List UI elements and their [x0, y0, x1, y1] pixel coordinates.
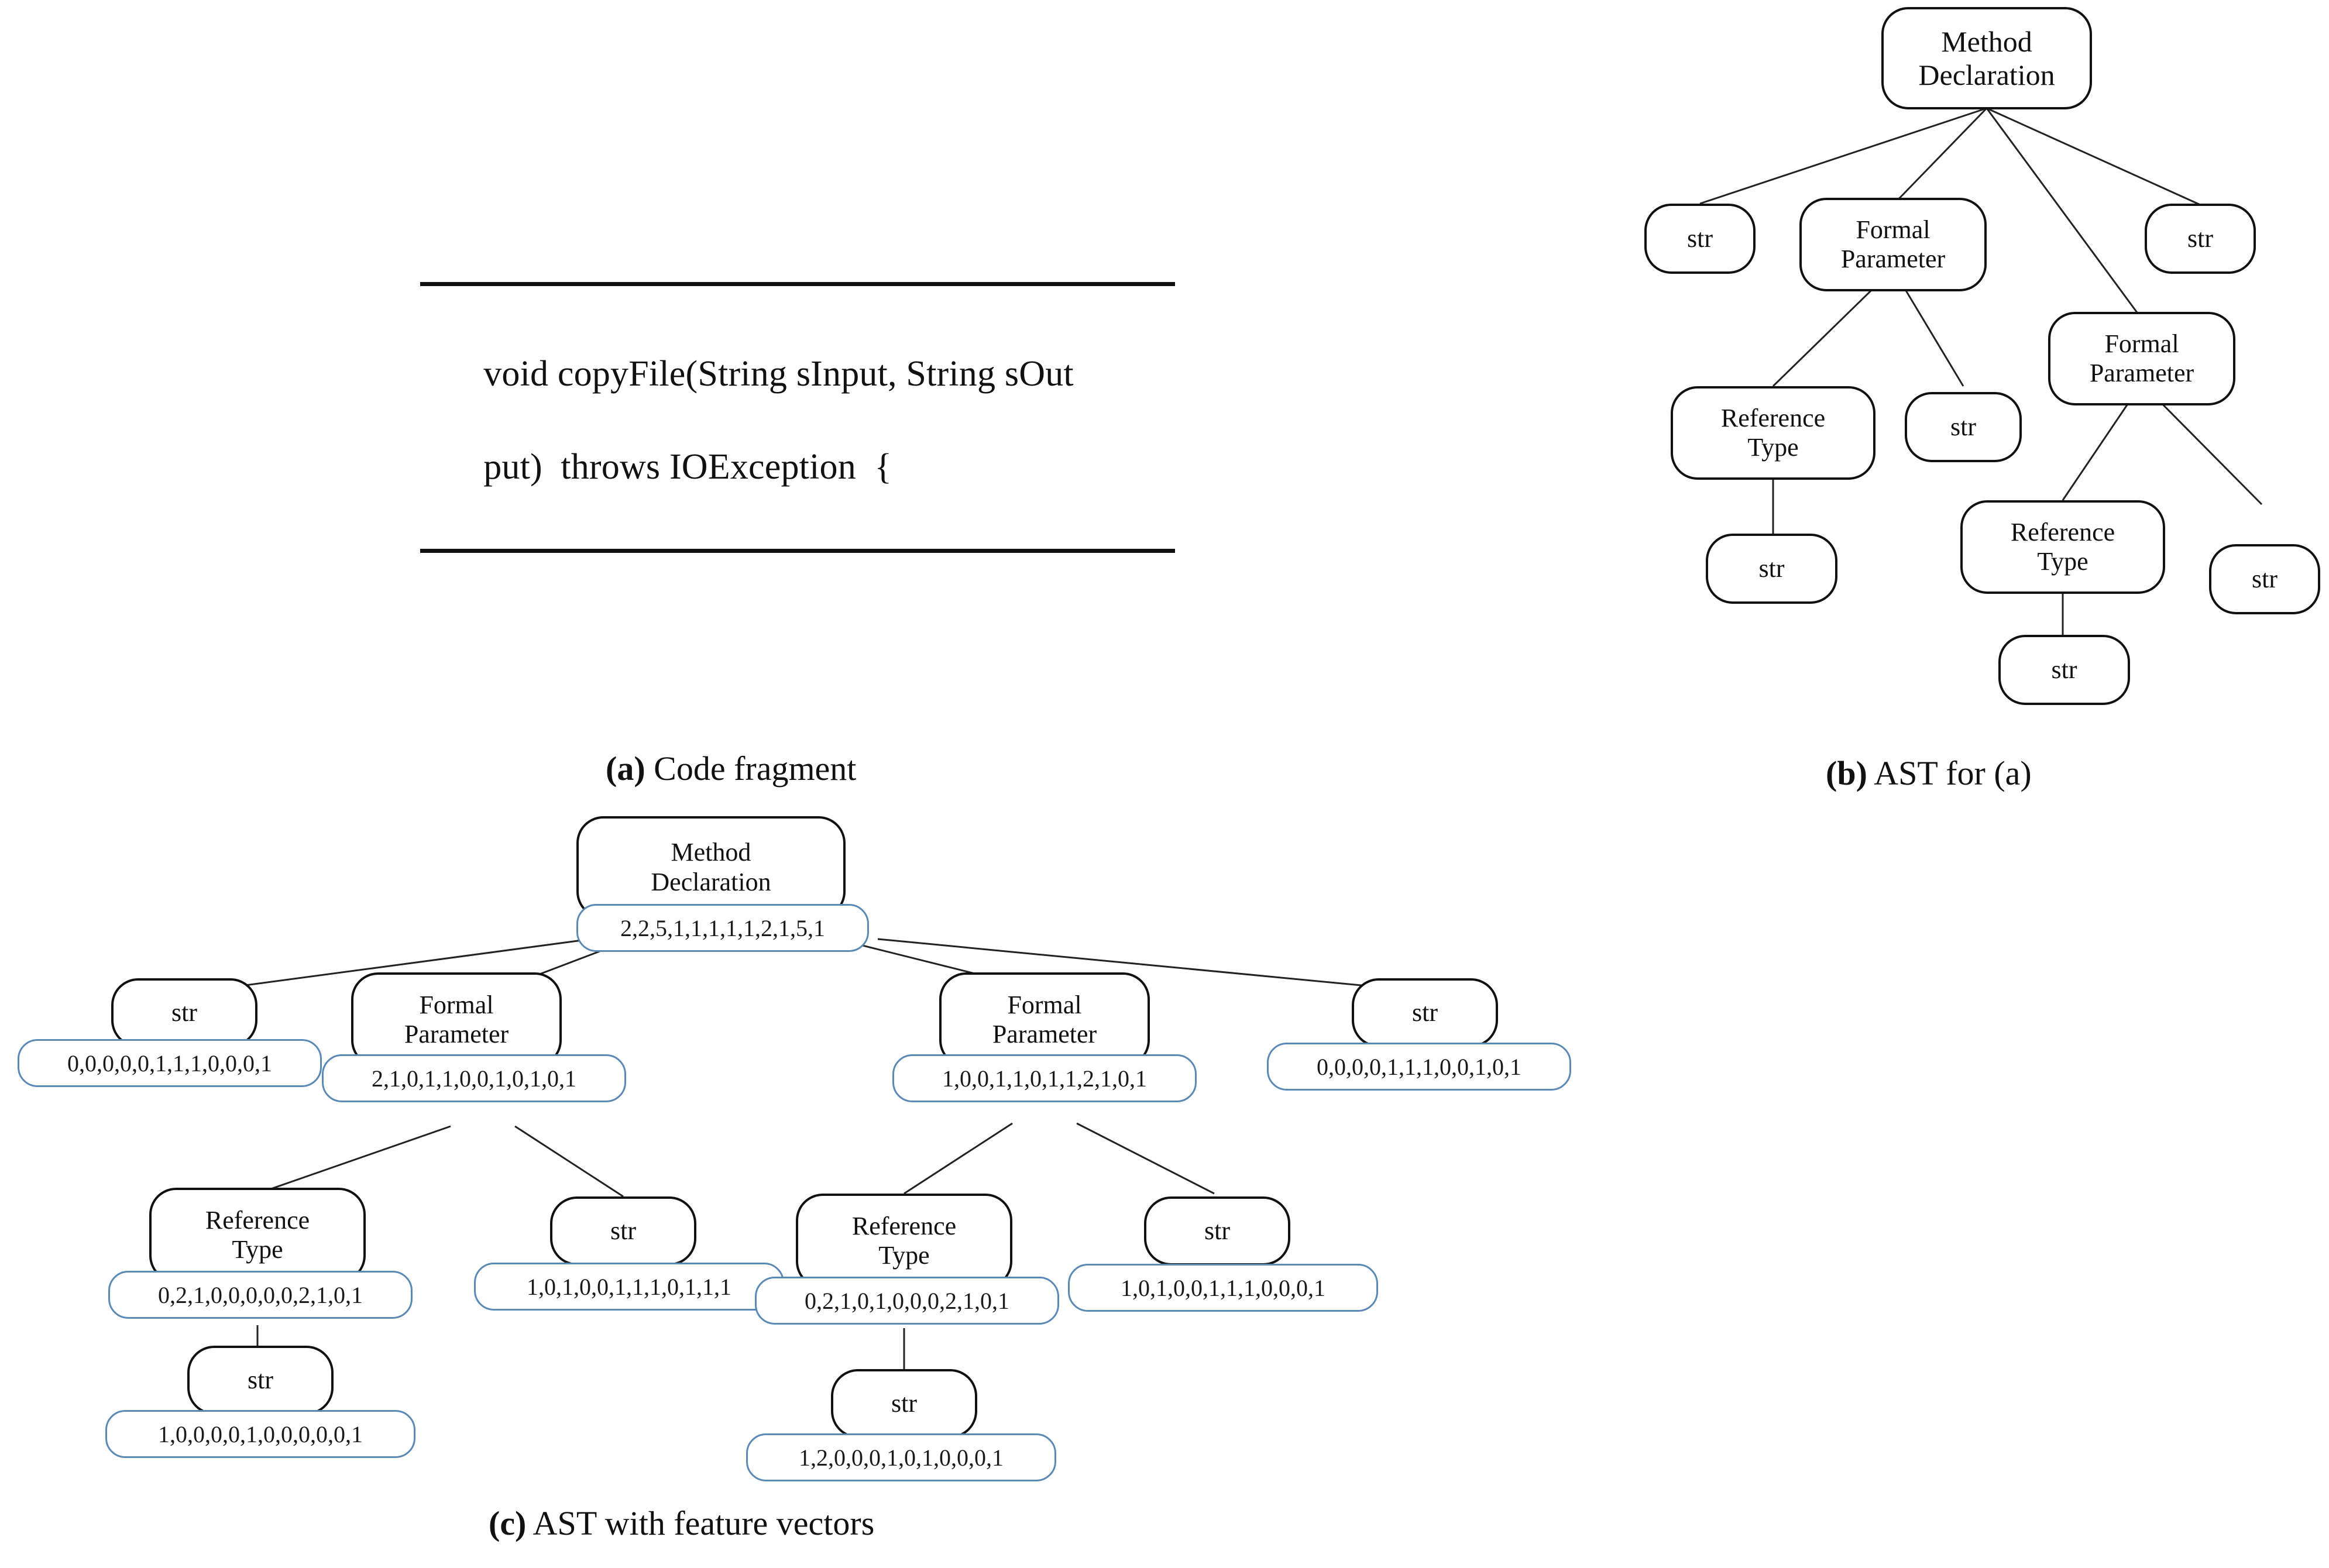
code-fragment-panel: void copyFile(String sInput, String sOut… — [420, 282, 1175, 553]
vector-text: 0,2,1,0,0,0,0,0,2,1,0,1 — [158, 1281, 363, 1308]
ast-c-vector-str-5: 1,0,0,0,0,1,0,0,0,0,0,1 — [105, 1410, 415, 1458]
ast-b-node-str-1: str — [1644, 204, 1756, 274]
ast-b-node-str-4: str — [1706, 534, 1837, 604]
ast-c-node-str-6: str — [831, 1369, 977, 1438]
ast-b-node-str-3: str — [1905, 392, 2022, 462]
ast-c-node-str-1: str — [111, 978, 257, 1047]
caption-b-prefix: (b) — [1826, 754, 1867, 792]
code-line-2: put) throws IOException { — [483, 447, 892, 487]
caption-b-text: AST for (a) — [1867, 754, 2032, 792]
vector-text: 2,2,5,1,1,1,1,1,2,1,5,1 — [620, 914, 825, 941]
ast-c-vector-str-4: 1,0,1,0,0,1,1,1,0,0,0,1 — [1068, 1264, 1378, 1312]
ast-c-vector-str-3: 1,0,1,0,0,1,1,1,0,1,1,1 — [474, 1263, 784, 1311]
ast-c-vector-method-declaration: 2,2,5,1,1,1,1,1,2,1,5,1 — [576, 904, 869, 952]
ast-c-vector-reference-type-1: 0,2,1,0,0,0,0,0,2,1,0,1 — [108, 1271, 413, 1319]
node-label: str — [610, 1216, 636, 1246]
node-label: str — [1758, 554, 1785, 583]
vector-text: 0,2,1,0,1,0,0,0,2,1,0,1 — [805, 1287, 1009, 1314]
ast-c-vector-reference-type-2: 0,2,1,0,1,0,0,0,2,1,0,1 — [755, 1277, 1059, 1325]
node-label: str — [248, 1366, 273, 1395]
ast-c-node-str-3: str — [550, 1196, 696, 1266]
ast-c-vector-formal-parameter-1: 2,1,0,1,1,0,0,1,0,1,0,1 — [322, 1054, 626, 1102]
ast-b-node-str-5: str — [2209, 544, 2320, 614]
vector-text: 1,2,0,0,0,1,0,1,0,0,0,1 — [799, 1444, 1004, 1471]
ast-c-vector-formal-parameter-2: 1,0,0,1,1,0,1,1,2,1,0,1 — [892, 1054, 1197, 1102]
code-rule-bottom — [420, 548, 1175, 553]
ast-c-node-str-5: str — [187, 1346, 334, 1415]
node-label: str — [2187, 224, 2213, 253]
node-label: str — [1687, 224, 1713, 253]
ast-c-node-str-2: str — [1352, 978, 1498, 1047]
node-label: str — [2252, 565, 2278, 594]
code-fragment-text: void copyFile(String sInput, String sOut… — [420, 286, 1175, 549]
code-line-1: void copyFile(String sInput, String sOut — [483, 354, 1074, 394]
vector-text: 1,0,1,0,0,1,1,1,0,0,0,1 — [1121, 1274, 1325, 1301]
ast-b-node-str-2: str — [2145, 204, 2256, 274]
vector-text: 1,0,1,0,0,1,1,1,0,1,1,1 — [527, 1273, 731, 1300]
caption-a: (a) Code fragment — [606, 749, 856, 788]
caption-c-text: AST with feature vectors — [526, 1504, 875, 1542]
node-label: str — [1950, 412, 1976, 442]
caption-b: (b) AST for (a) — [1826, 754, 2032, 793]
ast-c-node-str-4: str — [1144, 1196, 1290, 1266]
caption-a-text: Code fragment — [645, 749, 857, 788]
vector-text: 1,0,0,1,1,0,1,1,2,1,0,1 — [942, 1065, 1147, 1092]
ast-b-node-str-6: str — [1998, 635, 2130, 705]
node-label: str — [1204, 1216, 1230, 1246]
code-rule-top — [420, 282, 1175, 286]
caption-c: (c) AST with feature vectors — [489, 1504, 874, 1543]
node-label: str — [891, 1389, 917, 1418]
caption-a-prefix: (a) — [606, 749, 645, 788]
node-label: str — [2051, 655, 2077, 685]
ast-c-vector-str-6: 1,2,0,0,0,1,0,1,0,0,0,1 — [746, 1433, 1056, 1481]
node-label: str — [1412, 998, 1438, 1027]
vector-text: 2,1,0,1,1,0,0,1,0,1,0,1 — [372, 1065, 576, 1092]
ast-c-vector-str-1: 0,0,0,0,0,1,1,1,0,0,0,1 — [18, 1039, 322, 1087]
node-label: str — [171, 998, 197, 1027]
vector-text: 0,0,0,0,1,1,1,0,0,1,0,1 — [1317, 1053, 1521, 1080]
vector-text: 0,0,0,0,0,1,1,1,0,0,0,1 — [67, 1050, 272, 1077]
caption-c-prefix: (c) — [489, 1504, 527, 1542]
ast-c-vector-str-2: 0,0,0,0,1,1,1,0,0,1,0,1 — [1267, 1043, 1571, 1091]
vector-text: 1,0,0,0,0,1,0,0,0,0,0,1 — [158, 1421, 363, 1447]
